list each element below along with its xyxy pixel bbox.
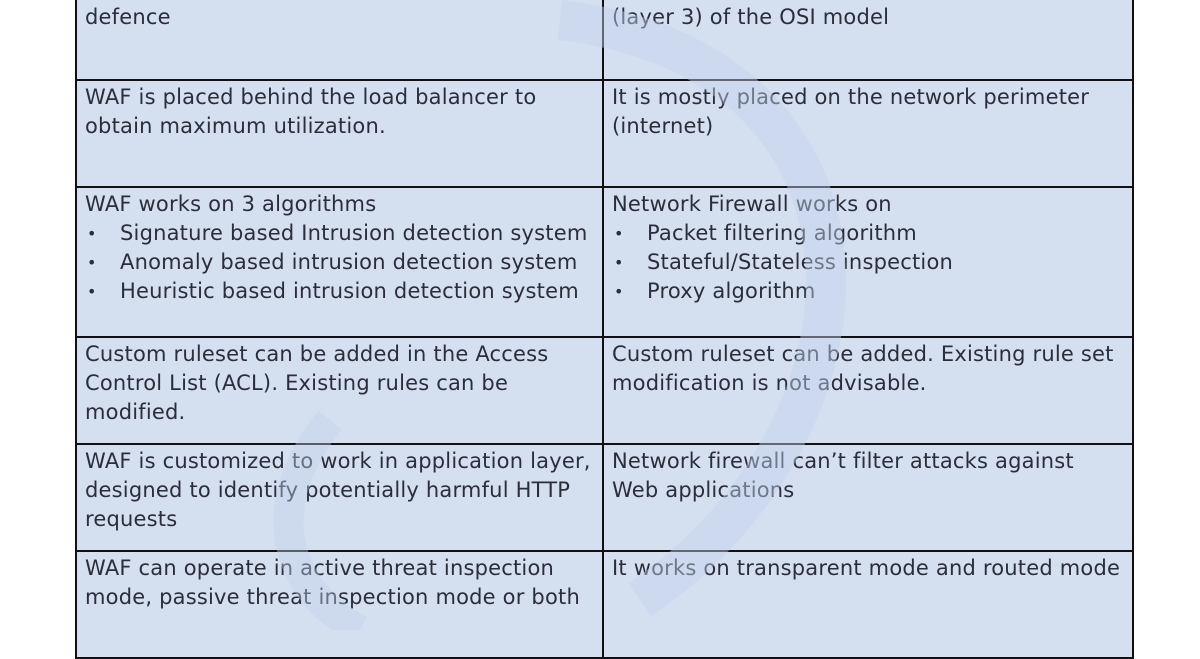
table-row: WAF is placed behind the load balancer t…	[75, 79, 1134, 188]
table-row: Custom ruleset can be added in the Acces…	[75, 336, 1134, 445]
table-cell: defence	[75, 0, 604, 81]
table-cell: Network Firewall works on Packet filteri…	[602, 186, 1134, 338]
list-item: Proxy algorithm	[612, 277, 1126, 306]
list-item: Signature based Intrusion detection syst…	[85, 219, 596, 248]
list-item: Packet filtering algorithm	[612, 219, 1126, 248]
table-cell: (layer 3) of the OSI model	[602, 0, 1134, 81]
table-row: WAF is customized to work in application…	[75, 443, 1134, 552]
list-item: Stateful/Stateless inspection	[612, 248, 1126, 277]
table-row: WAF can operate in active threat inspect…	[75, 550, 1134, 659]
table-row: defence (layer 3) of the OSI model	[75, 0, 1134, 81]
table-cell: WAF is placed behind the load balancer t…	[75, 79, 604, 188]
bullet-list: Signature based Intrusion detection syst…	[85, 219, 596, 306]
table-row: WAF works on 3 algorithms Signature base…	[75, 186, 1134, 338]
table-cell: Custom ruleset can be added. Existing ru…	[602, 336, 1134, 445]
list-item: Heuristic based intrusion detection syst…	[85, 277, 596, 306]
comparison-table: defence (layer 3) of the OSI model WAF i…	[75, 0, 1134, 659]
table-cell: WAF can operate in active threat inspect…	[75, 550, 604, 659]
list-item: Anomaly based intrusion detection system	[85, 248, 596, 277]
bullet-list: Packet filtering algorithm Stateful/Stat…	[612, 219, 1126, 306]
table-cell: WAF works on 3 algorithms Signature base…	[75, 186, 604, 338]
cell-text: (layer 3) of the OSI model	[612, 5, 890, 29]
table-cell: WAF is customized to work in application…	[75, 443, 604, 552]
cell-text: defence	[85, 5, 171, 29]
table-cell: It works on transparent mode and routed …	[602, 550, 1134, 659]
cell-heading: WAF works on 3 algorithms	[85, 192, 377, 216]
table-cell: It is mostly placed on the network perim…	[602, 79, 1134, 188]
table-cell: Custom ruleset can be added in the Acces…	[75, 336, 604, 445]
table-cell: Network firewall can’t filter attacks ag…	[602, 443, 1134, 552]
cell-heading: Network Firewall works on	[612, 192, 892, 216]
